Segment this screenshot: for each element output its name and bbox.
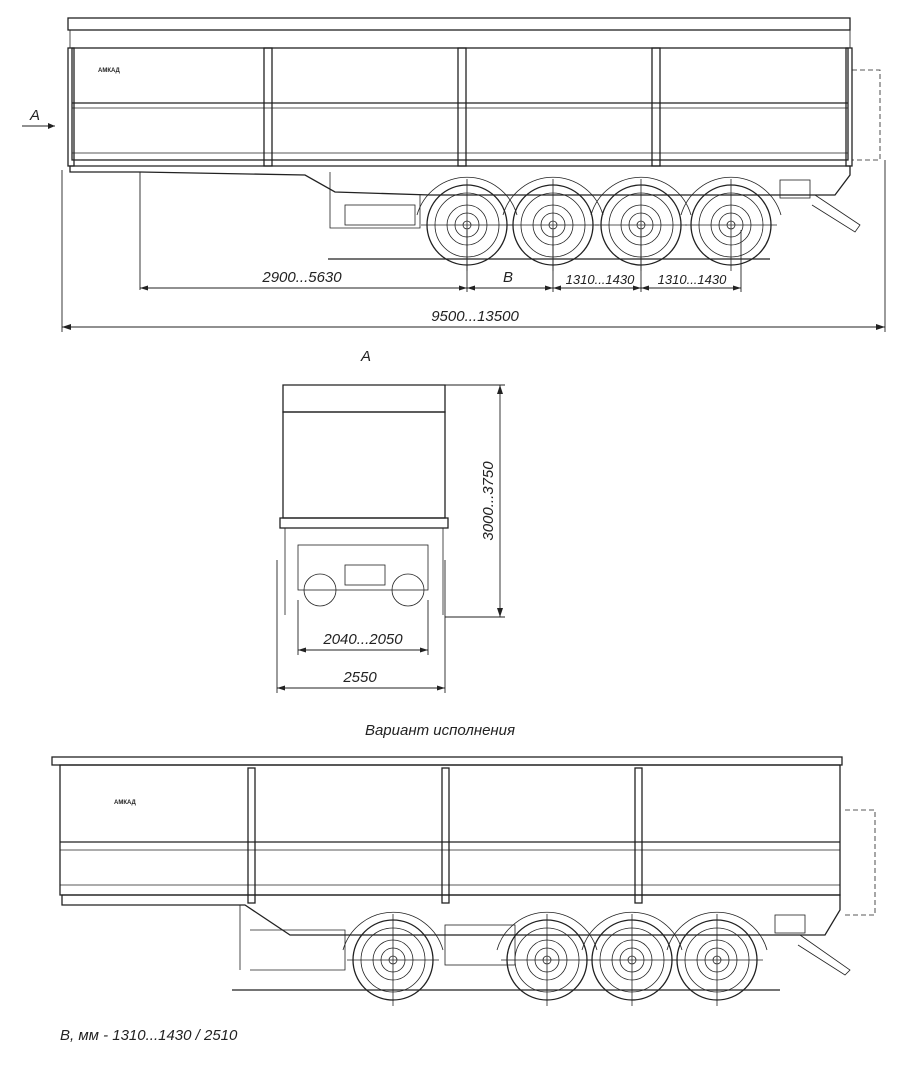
variant-brand-logo: АМКАД [114, 800, 137, 806]
body-posts [67, 47, 853, 167]
footnote: B, мм - 1310...1430 / 2510 [60, 1027, 238, 1044]
svg-text:B: B [503, 269, 513, 286]
brand-logo: АМКАД [98, 68, 121, 74]
view-marker-a: A [29, 107, 40, 124]
track-dimension: 2040...2050 [322, 631, 403, 648]
side-wheels [416, 176, 782, 272]
height-dimension: 3000...3750 [480, 461, 497, 541]
front-view-title: A [360, 348, 371, 365]
width-dimension: 2550 [342, 669, 377, 686]
svg-text:1310...1430: 1310...1430 [566, 272, 635, 287]
svg-text:1310...1430: 1310...1430 [658, 272, 727, 287]
variant-title: Вариант исполнения [365, 722, 515, 739]
svg-text:2900...5630: 2900...5630 [261, 269, 342, 286]
side-dimensions: 2900...5630 B 1310...1430 1310...1430 95… [61, 160, 886, 332]
svg-text:9500...13500: 9500...13500 [431, 308, 519, 325]
variant-view: Вариант исполнения АМКАД [51, 722, 876, 1007]
front-view: A 3000...3750 2040...2050 2550 [276, 348, 505, 693]
side-view: АМКАД A 2900...5630 B 1310...1430 [22, 17, 886, 332]
